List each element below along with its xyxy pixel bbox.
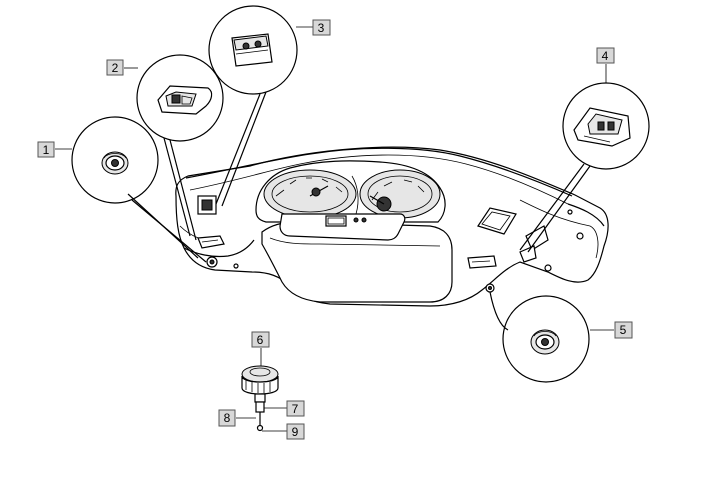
callout-2: 2: [106, 59, 124, 76]
detail-part-2: [136, 54, 224, 241]
detail-part-1: [71, 116, 207, 263]
callout-label-6: 6: [257, 333, 264, 347]
detail-part-5: [489, 291, 590, 383]
callout-label-8: 8: [224, 411, 231, 425]
callout-3: 3: [312, 19, 331, 36]
callout-9: 9: [286, 423, 305, 440]
callout-5: 5: [614, 321, 633, 339]
callout-4: 4: [596, 47, 615, 64]
detail-part-3: [208, 5, 298, 207]
detail-part-4: [519, 82, 650, 253]
callout-7: 7: [286, 400, 305, 417]
callout-label-7: 7: [292, 402, 299, 416]
callout-leaders: [55, 26, 614, 432]
lamp-assembly: [241, 365, 279, 432]
callout-label-2: 2: [112, 61, 119, 75]
callout-1: 1: [37, 141, 55, 158]
handlebar-cover-body: [175, 146, 609, 307]
callout-label-3: 3: [318, 21, 325, 35]
callout-label-4: 4: [602, 49, 609, 63]
callout-label-1: 1: [43, 143, 50, 157]
callout-label-9: 9: [292, 425, 299, 439]
callout-6: 6: [251, 331, 270, 348]
callout-label-5: 5: [620, 323, 627, 337]
callout-8: 8: [218, 409, 236, 427]
